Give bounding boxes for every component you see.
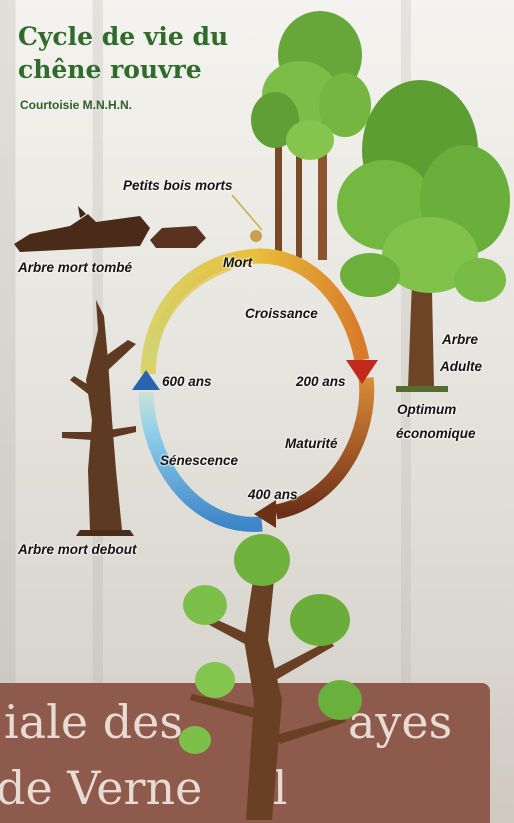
credit-line: Courtoisie M.N.H.N.	[20, 98, 132, 112]
label-arbre: Arbre	[442, 332, 478, 347]
standing-dead-tree	[62, 300, 136, 536]
diagram-title: Cycle de vie du chêne rouvre	[18, 20, 268, 86]
label-200-ans: 200 ans	[296, 374, 346, 389]
fallen-dead-tree	[14, 206, 206, 252]
title-line-2: chêne rouvre	[18, 55, 202, 84]
senescent-oak-tree	[179, 534, 362, 820]
arrow-600-ans	[132, 370, 160, 390]
title-line-1: Cycle de vie du	[18, 22, 228, 51]
label-senescence: Sénescence	[160, 453, 238, 468]
petits-bois-pointer	[232, 195, 262, 230]
label-petits-bois-morts: Petits bois morts	[123, 178, 233, 193]
label-croissance: Croissance	[245, 306, 318, 321]
label-600-ans: 600 ans	[162, 374, 212, 389]
label-optimum: Optimum	[397, 402, 456, 417]
label-400-ans: 400 ans	[248, 487, 298, 502]
label-maturite: Maturité	[285, 436, 338, 451]
label-adulte: Adulte	[440, 359, 482, 374]
label-arbre-mort-tombe: Arbre mort tombé	[18, 260, 132, 275]
label-mort: Mort	[223, 255, 252, 270]
label-arbre-mort-debout: Arbre mort debout	[18, 542, 137, 557]
label-economique: économique	[396, 426, 476, 441]
